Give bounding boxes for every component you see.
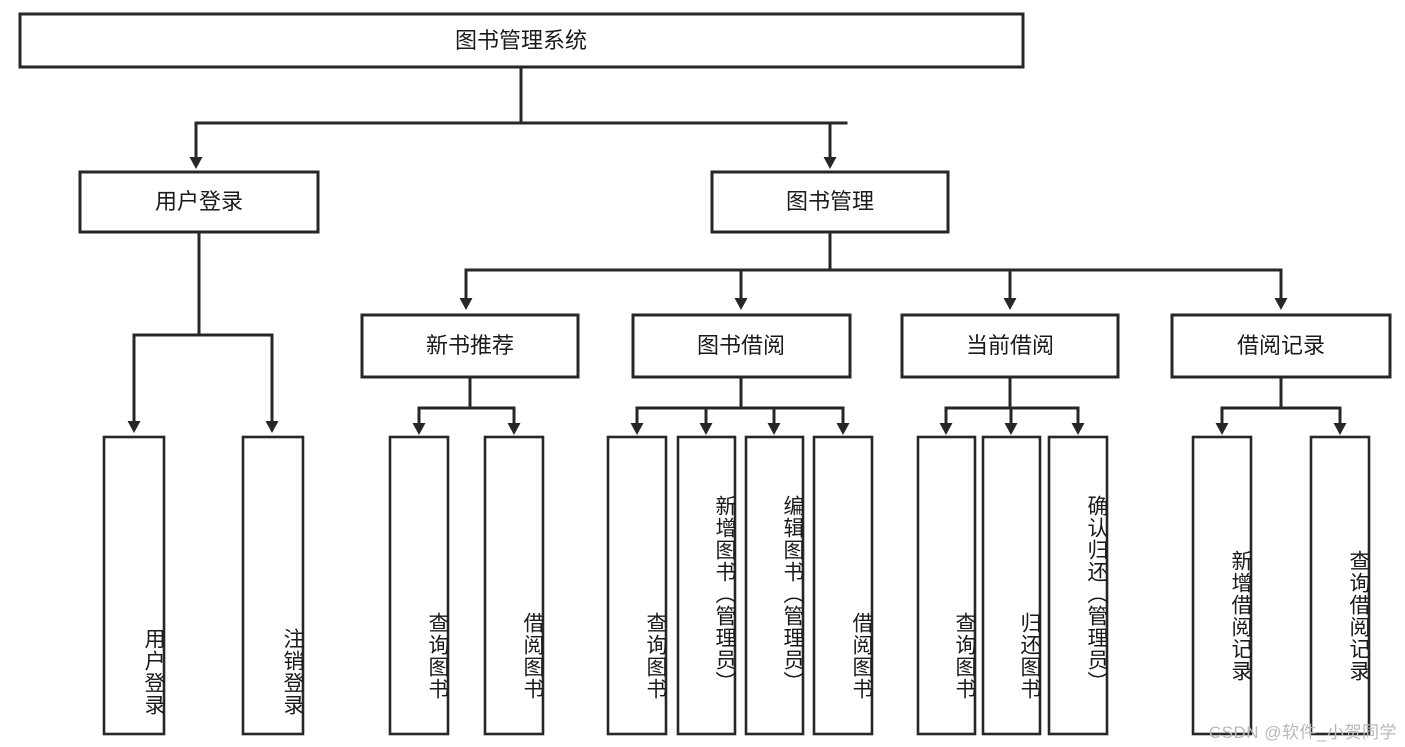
node-user-login-label: 用户登录: [155, 189, 243, 214]
connector-bookborrow-to-leaves: [630, 375, 850, 435]
node-leaf-add-record[interactable]: [1191, 435, 1253, 736]
node-new-book-rec[interactable]: 新书推荐: [360, 313, 580, 379]
node-leaf-add-book[interactable]: [676, 435, 737, 736]
node-current-borrow-label: 当前借阅: [966, 333, 1054, 358]
node-book-manage[interactable]: 图书管理: [710, 170, 950, 234]
node-leaf-query-book-1[interactable]: [388, 435, 450, 736]
csdn-watermark: CSDN @软件_小贺同学: [1208, 723, 1397, 742]
node-leaf-query-book-3[interactable]: [916, 435, 977, 736]
node-borrow-record[interactable]: 借阅记录: [1170, 313, 1392, 379]
node-leaf-query-book-2[interactable]: [606, 435, 668, 736]
node-book-manage-label: 图书管理: [786, 189, 874, 214]
node-user-login[interactable]: 用户登录: [78, 170, 320, 234]
node-leaf-user-login[interactable]: [102, 435, 166, 736]
node-leaf-borrow-book-1[interactable]: [483, 435, 545, 736]
node-leaf-edit-book[interactable]: [744, 435, 805, 736]
connector-root-to-level2: [189, 65, 848, 169]
node-leaf-user-logout[interactable]: [241, 435, 305, 736]
connector-userlogin-to-leaves: [127, 230, 279, 433]
node-current-borrow[interactable]: 当前借阅: [900, 313, 1120, 379]
node-book-borrow[interactable]: 图书借阅: [631, 313, 852, 379]
connector-newbook-to-leaves: [412, 375, 521, 435]
node-leaf-query-record[interactable]: [1309, 435, 1371, 736]
connector-borrowrecord-to-leaves: [1215, 375, 1347, 435]
node-borrow-record-label: 借阅记录: [1237, 333, 1325, 358]
connector-bookmanage-to-level3: [459, 230, 1288, 310]
node-root[interactable]: 图书管理系统: [18, 12, 1025, 69]
node-leaf-borrow-book-2[interactable]: [812, 435, 874, 736]
node-leaf-confirm-return[interactable]: [1047, 435, 1109, 736]
node-book-borrow-label: 图书借阅: [697, 333, 785, 358]
node-root-label: 图书管理系统: [455, 28, 587, 53]
node-new-book-rec-label: 新书推荐: [426, 333, 514, 358]
connector-currentborrow-to-leaves: [939, 375, 1085, 435]
node-leaf-return-book[interactable]: [981, 435, 1042, 736]
